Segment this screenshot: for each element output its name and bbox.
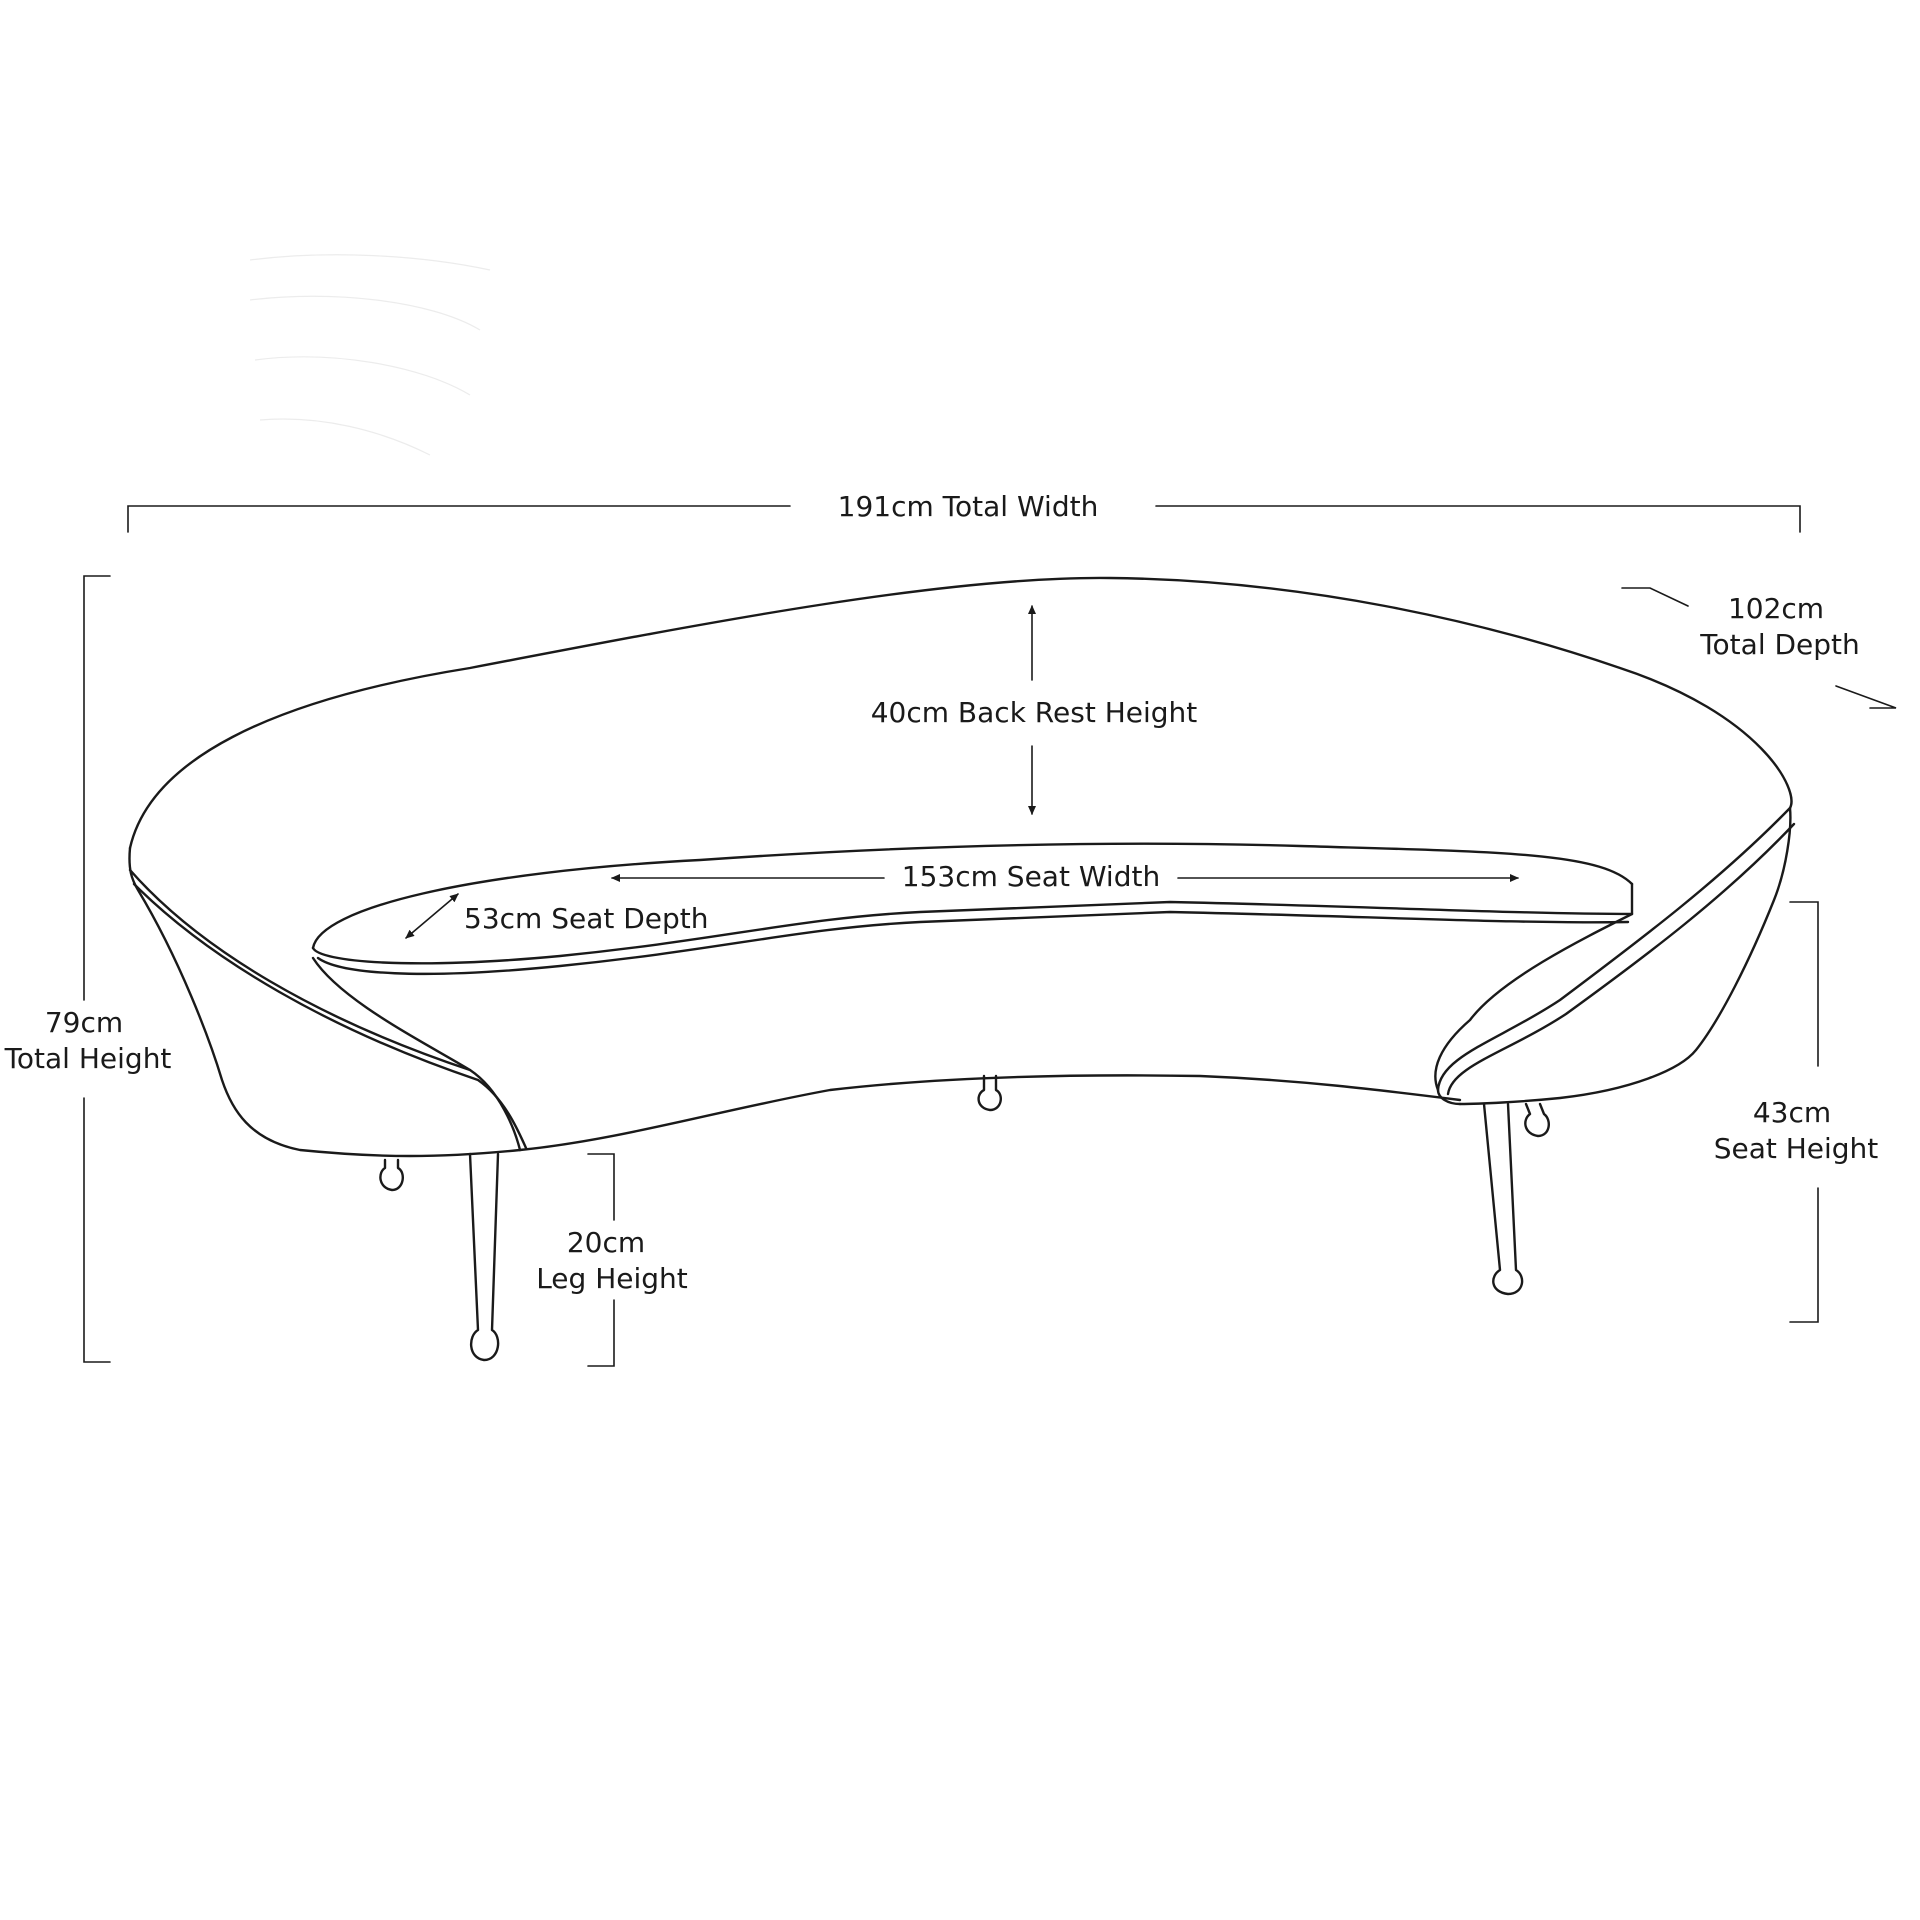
total-depth-value-label: 102cm [1728,592,1824,625]
back-right-leg [1524,1102,1550,1138]
seat-height-bracket-top [1789,901,1819,1067]
total-height-bracket-top [83,575,111,1001]
left-arm-outer-outline [128,846,522,1158]
seat-width-label: 153cm Seat Width [902,860,1160,893]
left-arm-piping [128,868,522,1152]
total-height-text-label: Total Height [4,1042,172,1075]
total-width-label: 191cm Total Width [838,490,1099,523]
front-right-leg [1482,1102,1524,1296]
back-left-leg [379,1158,404,1192]
sofa-backrest-outline [128,576,1793,850]
background-ghost-sketch [249,254,491,456]
right-arm-piping-inner [1446,822,1796,1096]
total-depth-line-top [1621,587,1689,607]
leg-height-text-label: Leg Height [536,1262,688,1295]
leg-height-bracket-top [587,1153,615,1221]
seat-height-value-label: 43cm [1753,1096,1831,1129]
seat-cushion-front-piping [311,882,1634,965]
sofa-legs [379,1074,1550,1362]
dimension-lines [83,505,1897,1367]
total-width-bracket-left [127,505,791,533]
seat-height-bracket-bottom [1789,1187,1819,1323]
right-arm-inner-curve [1434,912,1634,1092]
right-arm-outer-outline [1458,806,1792,1106]
leg-height-value-label: 20cm [567,1226,645,1259]
back-center-leg [977,1074,1002,1112]
total-depth-line-bottom [1835,685,1897,709]
leg-height-bracket-bottom [587,1299,615,1367]
left-arm-piping-inner [132,882,528,1150]
seat-height-text-label: Seat Height [1714,1132,1879,1165]
seat-cushion-top-outline [311,842,1634,950]
sofa-outline [128,576,1796,1158]
left-arm-inner-curve [311,956,472,1072]
seat-depth-label: 53cm Seat Depth [464,902,709,935]
right-arm-piping [1436,806,1792,1106]
total-width-bracket-right [1155,505,1801,533]
seat-depth-arrow [405,893,459,939]
total-depth-text-label: Total Depth [1699,628,1860,661]
sofa-front-bottom-edge [518,1074,1462,1152]
back-rest-height-label: 40cm Back Rest Height [871,696,1198,729]
seat-cushion-front-piping-inner [316,910,1630,976]
total-height-bracket-bottom [83,1097,111,1363]
total-height-value-label: 79cm [45,1006,123,1039]
dimension-labels: 191cm Total Width 102cm Total Depth 40cm… [4,490,1879,1295]
front-left-leg [468,1152,500,1362]
